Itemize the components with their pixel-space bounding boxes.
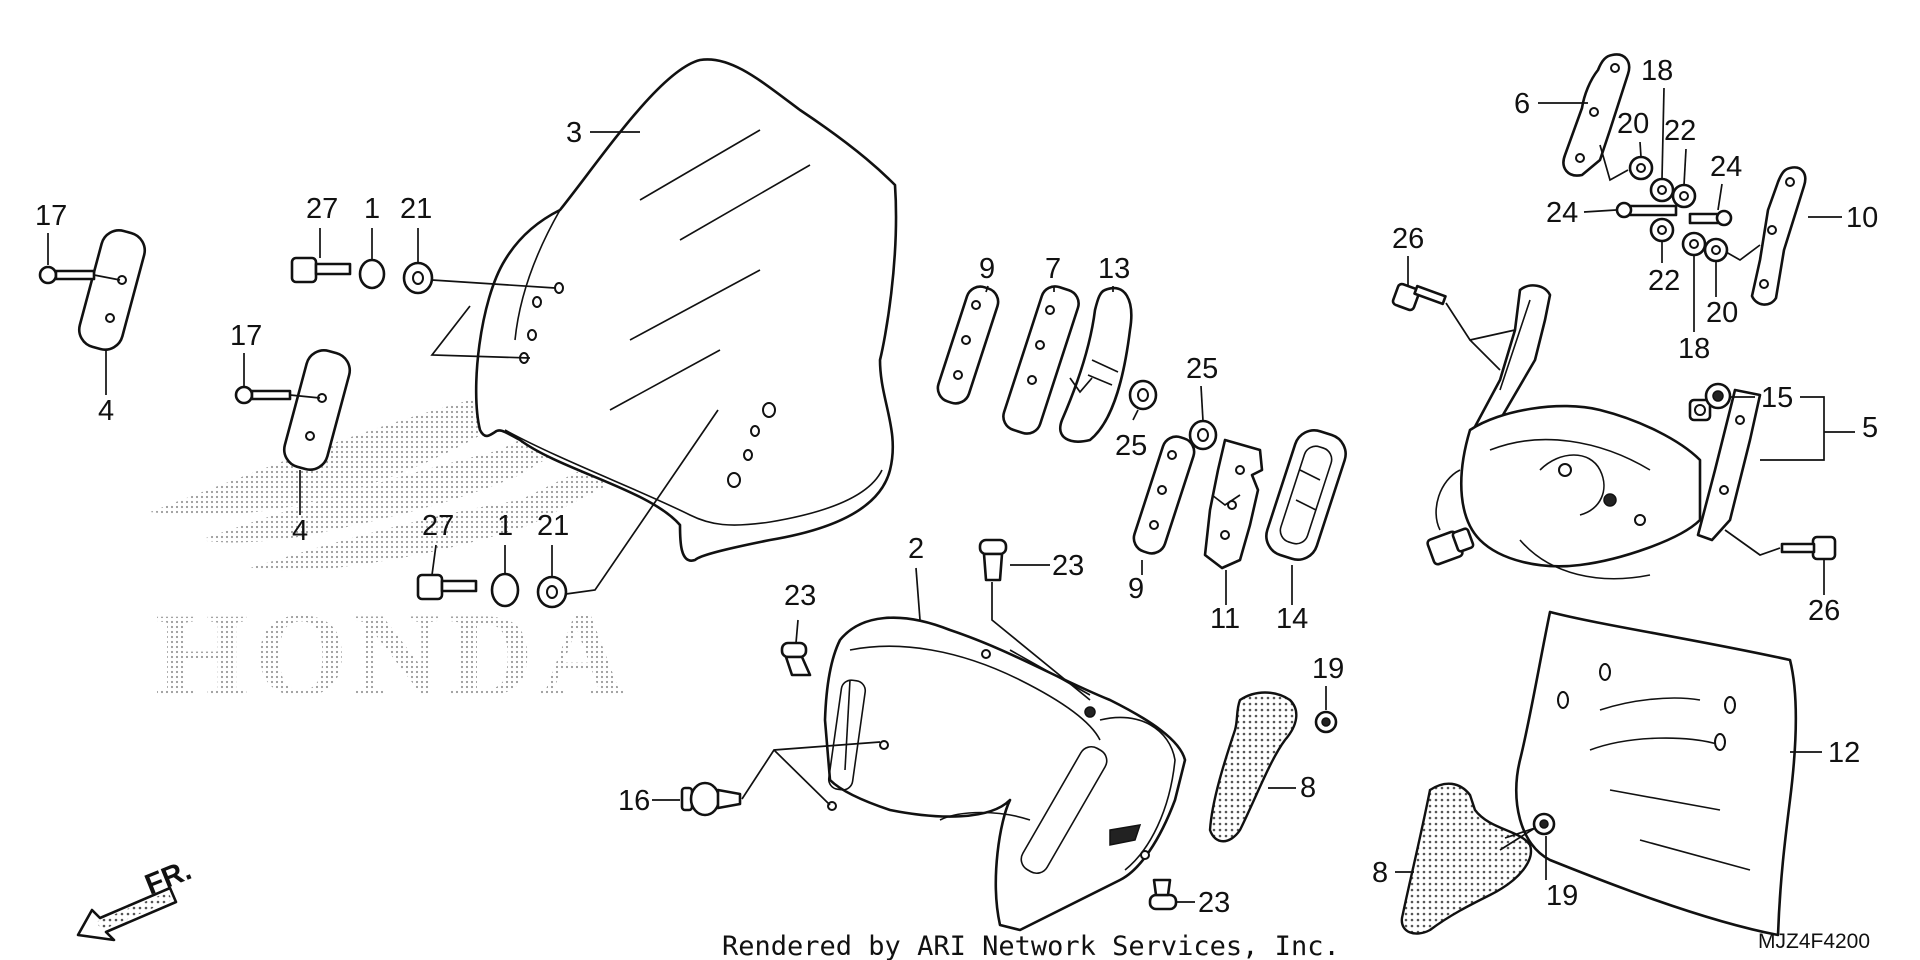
- part-19-grommet-upper: [1314, 710, 1338, 734]
- callout-17-lower: 17: [230, 320, 262, 352]
- part-26-bolt-lower: [1724, 529, 1837, 561]
- front-direction-label: FR.: [141, 854, 196, 901]
- part-19-grommet-lower: [1532, 812, 1556, 836]
- part-9-spacer-upper: [936, 285, 1000, 405]
- callout-16: 16: [618, 785, 650, 817]
- callout-9-upper: 9: [979, 253, 995, 285]
- callout-1-upper: 1: [364, 193, 380, 225]
- callout-7: 7: [1045, 253, 1061, 285]
- part-3-windscreen: 3: [474, 58, 898, 562]
- part-4-trim-strip-upper: [77, 229, 147, 351]
- part-15-nut: [1704, 382, 1732, 410]
- part-2-inner-cover: [823, 616, 1187, 932]
- callout-8-upper: 8: [1300, 772, 1316, 804]
- callout-27-upper: 27: [306, 193, 338, 225]
- diagram-code: MJZ4F4200: [1758, 930, 1870, 953]
- callout-4-lower: 4: [292, 515, 308, 547]
- callout-25-upper-label: 25: [1186, 353, 1218, 385]
- part-8-pad-upper: [1208, 691, 1298, 843]
- honda-watermark-text: HONDA: [155, 588, 632, 721]
- callout-20-lower: 20: [1706, 297, 1738, 329]
- part-16-clip: [680, 741, 881, 817]
- callout-15: 15: [1761, 382, 1793, 414]
- washer-set-lower: [1649, 217, 1761, 263]
- callout-22-lower: 22: [1648, 265, 1680, 297]
- callout-22-upper: 22: [1664, 115, 1696, 147]
- fastener-set-upper: [290, 256, 556, 359]
- part-7-bracket: [1002, 285, 1080, 435]
- part-23-clip-top: [978, 538, 1091, 701]
- honda-wing-watermark: HONDA: [150, 330, 632, 721]
- callout-18-upper: 18: [1641, 55, 1673, 87]
- callout-19-lower: 19: [1546, 880, 1578, 912]
- callout-24-lower: 24: [1546, 197, 1578, 229]
- part-10-bracket: [1750, 166, 1807, 306]
- callout-1-lower: 1: [497, 510, 513, 542]
- callout-13: 13: [1098, 253, 1130, 285]
- part-17-screw-lower: [234, 385, 321, 405]
- callout-12: 12: [1828, 737, 1860, 769]
- fastener-set-lower: [416, 409, 719, 609]
- part-23-clip-left: [780, 619, 812, 677]
- callout-17-upper: 17: [35, 200, 67, 232]
- part-4-trim-strip-lower: [282, 349, 352, 471]
- callout-4-upper: 4: [98, 395, 114, 427]
- callout-10: 10: [1846, 202, 1878, 234]
- callout-26-lower: 26: [1808, 595, 1840, 627]
- callout-6: 6: [1514, 88, 1530, 120]
- callout-23-bottom: 23: [1198, 887, 1230, 919]
- part-25-nut-lower: [1188, 419, 1218, 451]
- callout-20-upper: 20: [1617, 108, 1649, 140]
- callout-27-lower: 27: [422, 510, 454, 542]
- part-14-slider: [1265, 429, 1347, 561]
- part-26-bolt-upper: [1391, 282, 1516, 371]
- callout-23-left: 23: [784, 580, 816, 612]
- callout-5: 5: [1862, 412, 1878, 444]
- part-9-spacer-lower: [1132, 435, 1196, 555]
- part-11-bracket: [1203, 438, 1264, 570]
- part-17-screw-upper: [38, 265, 121, 285]
- part-25-nut-upper: [1128, 379, 1158, 411]
- callout-14: 14: [1276, 603, 1308, 635]
- front-direction-arrow: FR.: [76, 854, 196, 942]
- callout-8-lower: 8: [1372, 857, 1388, 889]
- part-12-screen-panel: [1514, 610, 1798, 937]
- callout-21-upper: 21: [400, 193, 432, 225]
- callout-26-upper: 26: [1392, 223, 1424, 255]
- callout-19-upper: 19: [1312, 653, 1344, 685]
- callout-2: 2: [908, 533, 924, 565]
- callout-21-lower: 21: [537, 510, 569, 542]
- callout-11: 11: [1210, 603, 1240, 635]
- callout-25-lower-label: 25: [1115, 430, 1147, 462]
- part-6-bracket: [1562, 53, 1631, 177]
- part-8-pad-lower: [1400, 782, 1533, 935]
- part-5-adjuster-mechanism: [1426, 284, 1762, 580]
- callout-24-upper: 24: [1710, 151, 1742, 183]
- part-23-clip-bottom: [1148, 878, 1195, 911]
- callout-3: 3: [566, 117, 582, 149]
- rendering-credit: Rendered by ARI Network Services, Inc.: [722, 931, 1340, 960]
- part-13-guide: [1059, 286, 1133, 443]
- callout-9-lower: 9: [1128, 573, 1144, 605]
- callout-18-lower: 18: [1678, 333, 1710, 365]
- callout-23-top: 23: [1052, 550, 1084, 582]
